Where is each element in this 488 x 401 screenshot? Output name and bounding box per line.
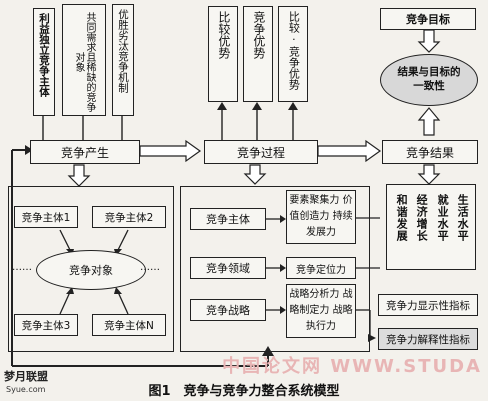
display-indicators-box: 竞争力显示性指标 xyxy=(378,294,478,316)
competitive-object-ellipse: 竞争对象 xyxy=(36,250,146,290)
left-panel xyxy=(8,186,174,352)
competition-result-box: 竞争结果 xyxy=(382,140,478,164)
mid-strategy-box: 竞争战略 xyxy=(190,299,266,321)
strategy-capabilities-box: 战略分析力 战略制定力 战略执行力 xyxy=(286,284,356,338)
dots-right: …… xyxy=(140,262,160,273)
subject-1-box: 竞争主体1 xyxy=(14,206,78,228)
mid-field-box: 竞争领域 xyxy=(190,257,266,279)
indicator-harmony: 和谐发展 xyxy=(395,194,409,242)
competitive-object-label: 竞争对象 xyxy=(69,264,113,277)
competition-process-box: 竞争过程 xyxy=(204,140,318,164)
competition-production-box: 竞争产生 xyxy=(30,140,140,164)
goal-consistency-ellipse: 结果与目标的一致性 xyxy=(380,54,478,106)
figure-caption: 图1 竞争与竞争力整合系统模型 xyxy=(148,384,340,399)
site-logo: 梦月联盟 xyxy=(4,370,48,383)
indicator-living: 生活水平 xyxy=(456,194,470,242)
competitive-advantage-box: 竞争优势 xyxy=(243,6,273,102)
comparative-competitive-advantage-box: 比较·竞争优势 xyxy=(278,6,308,102)
competition-goal-box: 竞争目标 xyxy=(380,8,476,30)
indicator-employment: 就业水平 xyxy=(436,194,450,242)
site-logo-sub: Syue.com xyxy=(6,385,46,394)
subject-capabilities-box: 要素聚集力 价值创造力 持续发展力 xyxy=(286,190,356,244)
watermark: 中国论文网 WWW.STUDA xyxy=(222,356,482,377)
positioning-box: 竞争定位力 xyxy=(286,257,356,279)
competition-mechanism-box: 优胜劣汰竞争机制 xyxy=(112,4,134,116)
subject-n-box: 竞争主体N xyxy=(92,314,166,336)
subject-2-box: 竞争主体2 xyxy=(92,206,166,228)
mid-subject-box: 竞争主体 xyxy=(190,208,266,230)
middle-panel xyxy=(180,186,370,352)
goal-consistency-label: 结果与目标的一致性 xyxy=(397,66,461,92)
subject-3-box: 竞争主体3 xyxy=(14,314,78,336)
competitive-object-box: 共同需求且稀缺的竞争对象 xyxy=(62,4,106,116)
dots-left: …… xyxy=(12,262,32,273)
indicator-growth: 经济增长 xyxy=(415,194,429,242)
result-indicators-box xyxy=(386,184,476,270)
competitive-subject-box: 利益独立竞争主体 xyxy=(33,8,55,116)
comparative-advantage-box: 比较优势 xyxy=(208,6,238,102)
explanatory-indicators-box: 竞争力解释性指标 xyxy=(378,328,478,350)
